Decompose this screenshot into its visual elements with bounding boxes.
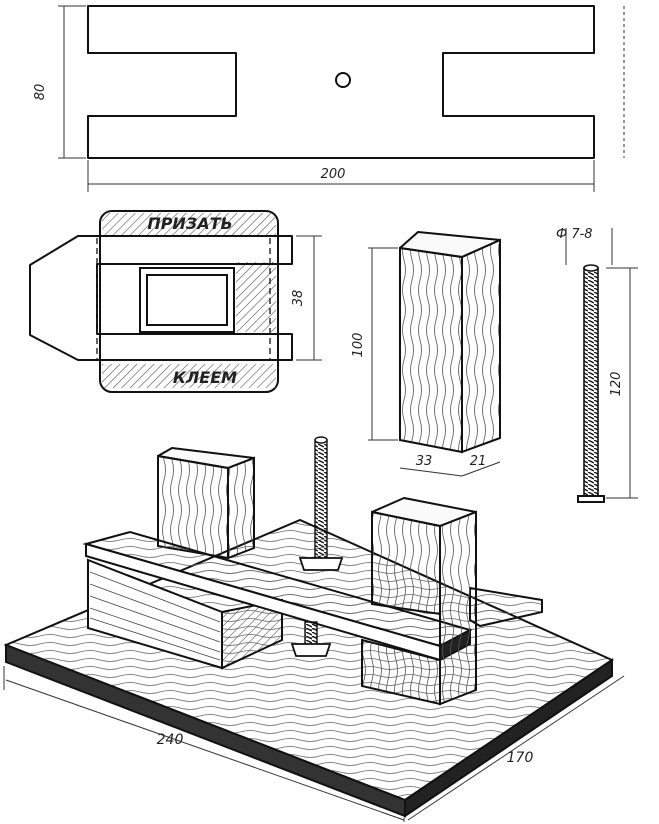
bolt-head: [577, 495, 605, 503]
bolt-diameter-label: Ф 7-8: [556, 227, 593, 242]
top-hatched-band: [102, 213, 276, 235]
assembly-nut-bottom: [290, 643, 332, 657]
block-width-line: [399, 467, 463, 477]
assembly-length-line: [5, 679, 405, 821]
block-side-face: [461, 238, 501, 454]
template-view: ПРИЗАТЬ КЛЕЕМ 38: [29, 210, 322, 393]
left-post-side: [227, 456, 255, 560]
gap-label: 38: [291, 290, 306, 307]
block-depth-line: [461, 461, 501, 477]
window-outer: [139, 267, 235, 333]
right-post-front: [371, 510, 441, 616]
bottom-word: КЛЕЕМ: [173, 368, 237, 387]
wooden-block: 100 33 21: [351, 231, 501, 477]
u-clamp-outline: [29, 235, 293, 361]
assembly-nut-top: [298, 557, 344, 571]
assembly-width-label: 170: [507, 750, 534, 766]
assembly-length-label: 240: [157, 732, 184, 748]
h-plate-outline: [87, 5, 595, 159]
rear-rail: [469, 586, 543, 628]
assembly-bolt-upper: [314, 439, 328, 561]
stacked-block-lines: [89, 571, 221, 661]
assembly-width-line: [407, 675, 625, 821]
bolt-tip: [583, 264, 599, 272]
bolt-length-label: 120: [609, 372, 624, 397]
top-height-label: 80: [33, 84, 48, 101]
threaded-bolt: Ф 7-8 120: [556, 227, 638, 503]
bolt-shaft: [583, 267, 599, 497]
assembly-view: 240 170: [3, 436, 625, 822]
block-front-face: [399, 246, 463, 454]
window-inner: [146, 274, 228, 326]
block-depth-label: 21: [470, 454, 487, 469]
top-view: 200 80: [33, 5, 625, 192]
assembly-bolt-tip: [314, 436, 328, 444]
top-width-label: 200: [321, 167, 346, 182]
center-hole: [335, 72, 351, 88]
right-post-base: [361, 638, 441, 706]
block-height-label: 100: [351, 333, 366, 358]
block-width-label: 33: [416, 454, 433, 469]
bottom-hatched-band: [102, 364, 276, 388]
right-post-side: [439, 510, 477, 706]
top-word: ПРИЗАТЬ: [147, 214, 232, 233]
base-board-side: [404, 658, 613, 818]
